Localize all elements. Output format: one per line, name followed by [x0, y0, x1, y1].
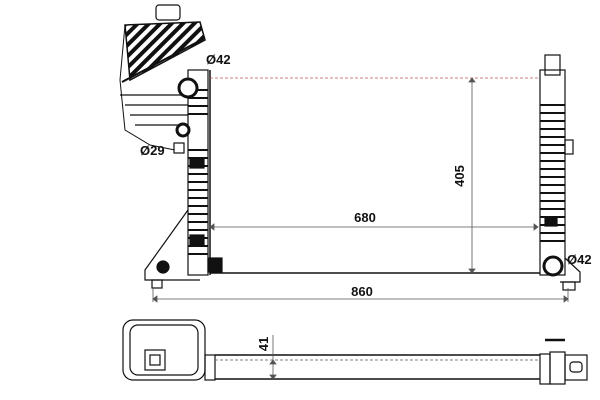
dimension-lines — [152, 77, 569, 303]
tank-port-icon — [175, 122, 191, 138]
core-depth-label: 41 — [256, 337, 271, 351]
overall-width-label: 860 — [351, 284, 373, 299]
depth-dimension — [269, 335, 277, 380]
radiator-core — [209, 70, 540, 275]
left-tank — [144, 69, 223, 289]
inlet-pipe-icon — [177, 77, 199, 99]
outlet-pipe-icon — [542, 255, 564, 277]
outlet-diameter-label: Ø42 — [567, 252, 592, 267]
inlet-diameter-label: Ø42 — [206, 52, 231, 67]
core-height-label: 405 — [452, 165, 467, 187]
tank-port-diameter-label: Ø29 — [140, 143, 165, 158]
core-width-label: 680 — [354, 210, 376, 225]
front-view: Ø42 Ø29 Ø42 405 680 860 — [119, 4, 592, 303]
bottom-view — [122, 319, 588, 385]
right-tank — [539, 54, 581, 291]
